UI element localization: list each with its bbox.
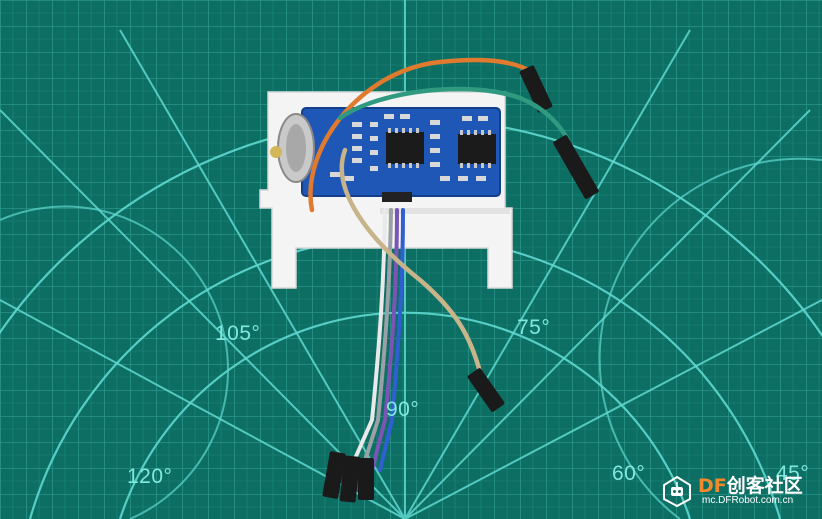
corner-arc-left (0, 205, 230, 519)
angle-label-120: 120° (127, 465, 173, 488)
watermark-brand: DF创客社区 (698, 471, 803, 498)
bottom-connectors (322, 451, 374, 503)
orange-wire-connector (519, 65, 553, 113)
angle-label-90: 90° (386, 398, 420, 421)
angle-label-105: 105° (215, 322, 261, 345)
dfrobot-robot-icon (663, 475, 691, 507)
corner-arc-right (598, 157, 822, 519)
angle-label-45: 45° (776, 462, 810, 485)
pin-header (382, 192, 412, 202)
angle-label-75: 75° (517, 316, 551, 339)
chip-right (458, 134, 496, 164)
watermark-brand-rest: 创客社区 (726, 475, 803, 497)
watermark-url: mc.DFRobot.com.cn (702, 495, 794, 506)
tan-wire (339, 147, 483, 375)
chip-left (386, 132, 424, 164)
tan-wire-connector (467, 368, 505, 412)
angle-label-60: 60° (612, 462, 646, 485)
orange-wire (308, 57, 535, 213)
dfrobot-watermark: DF创客社区 mc.DFRobot.com.cn (658, 471, 808, 511)
ribbon-wires (348, 208, 405, 472)
ultrasonic-sensor-board (270, 107, 501, 202)
green-wire (337, 86, 571, 143)
watermark-brand-df: DF (698, 475, 727, 497)
green-wire-connector (553, 135, 599, 199)
